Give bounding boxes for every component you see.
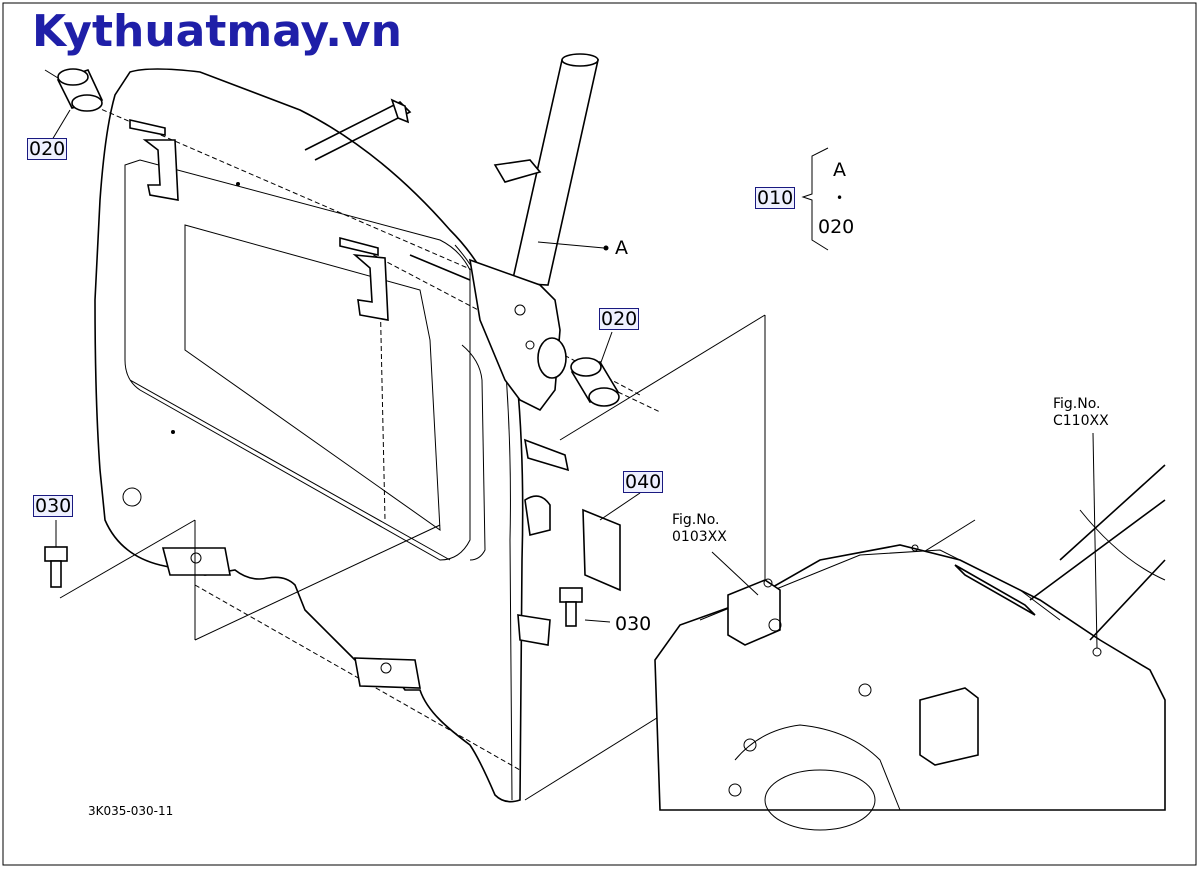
legend-dot: • xyxy=(836,191,844,205)
point-a-label: A xyxy=(615,237,628,259)
drawing-code: 3K035-030-11 xyxy=(88,804,174,818)
leader-020-top-2 xyxy=(51,109,71,141)
leader-fig-c110 xyxy=(1092,432,1098,649)
case-boss-hole-1 xyxy=(763,578,773,588)
leader-030-bottom xyxy=(584,619,611,623)
case-top xyxy=(699,549,1061,621)
assembly-line-4 xyxy=(194,584,521,771)
callout-040[interactable]: 040 xyxy=(623,471,664,493)
transmission-case xyxy=(654,544,1166,811)
plate-left xyxy=(161,547,231,576)
plate-left-hole xyxy=(190,552,202,564)
bolt-030-bottom xyxy=(559,587,583,627)
callout-020-top[interactable]: 020 xyxy=(27,138,68,160)
pin-upper-left xyxy=(129,118,166,136)
upper-rod-end xyxy=(390,98,410,124)
legend-bracket xyxy=(801,147,829,251)
case-hole-4 xyxy=(858,683,872,697)
leader-020-mid xyxy=(599,331,613,366)
bushing-020-top xyxy=(56,68,104,112)
view-line-1 xyxy=(59,519,196,599)
legend-item-a: A xyxy=(833,159,846,181)
leader-020-top xyxy=(44,69,59,79)
plate-bottom-hole xyxy=(380,662,392,674)
tube-bracket xyxy=(493,159,542,183)
assembly-line-3 xyxy=(379,289,386,521)
fig-ref-c110[interactable]: Fig.No. C110XX xyxy=(1053,396,1109,430)
housing-spring xyxy=(409,254,471,281)
case-hole-1 xyxy=(768,618,782,632)
case-hole-6 xyxy=(911,544,919,552)
housing-hole-1 xyxy=(514,304,526,316)
case-rear-tube-2 xyxy=(1079,509,1166,581)
housing-hole-2 xyxy=(525,340,535,350)
panel-dot-2 xyxy=(236,182,240,186)
legend-parent-010[interactable]: 010 xyxy=(755,187,796,209)
case-hole-2 xyxy=(743,738,757,752)
upper-rod xyxy=(304,101,412,161)
case-hole-3 xyxy=(728,783,742,797)
case-boss-2 xyxy=(919,687,979,766)
fig-ref-c110-line1: Fig.No. xyxy=(1053,396,1101,412)
case-flange xyxy=(734,724,901,811)
legend-item-020: 020 xyxy=(818,216,855,238)
fig-ref-0103-line1: Fig.No. xyxy=(672,512,720,528)
panel-outline xyxy=(94,68,524,803)
panel-inner xyxy=(124,159,471,561)
callout-030-bottom[interactable]: 030 xyxy=(615,613,652,635)
fig-ref-0103[interactable]: Fig.No. 0103XX xyxy=(672,512,727,546)
pin-mid xyxy=(339,236,379,257)
case-bore xyxy=(764,769,876,831)
lever-tube-leader xyxy=(537,241,605,249)
shaft-housing xyxy=(468,258,561,412)
point-a-dot xyxy=(603,245,609,251)
case-slot xyxy=(954,564,1036,616)
lower-bracket xyxy=(524,495,551,536)
callout-030-left[interactable]: 030 xyxy=(33,495,74,517)
panel-hole xyxy=(122,487,142,507)
bushing-020-mid xyxy=(570,357,620,407)
pad-040 xyxy=(582,508,621,592)
housing-bore xyxy=(537,337,567,379)
leader-fig-0103 xyxy=(711,551,759,596)
lever-tube-top xyxy=(561,53,599,67)
panel-dot xyxy=(171,430,175,434)
bracket-mid xyxy=(352,253,389,321)
view-line-5 xyxy=(559,314,766,441)
lower-arm xyxy=(523,438,570,472)
panel-inner-2 xyxy=(184,224,441,532)
plate-right xyxy=(517,614,551,646)
panel-line xyxy=(129,379,451,561)
bolt-030-left xyxy=(44,546,68,588)
bracket-upper-left xyxy=(142,139,179,201)
callout-020-mid[interactable]: 020 xyxy=(599,308,640,330)
fig-ref-0103-line2: 0103XX xyxy=(672,529,727,545)
fig-ref-c110-line2: C110XX xyxy=(1053,413,1109,429)
view-line-3 xyxy=(194,524,441,641)
leader-040 xyxy=(599,492,641,521)
panel-flange-2 xyxy=(461,344,486,561)
watermark-logo: Kythuatmay.vn xyxy=(32,6,402,57)
